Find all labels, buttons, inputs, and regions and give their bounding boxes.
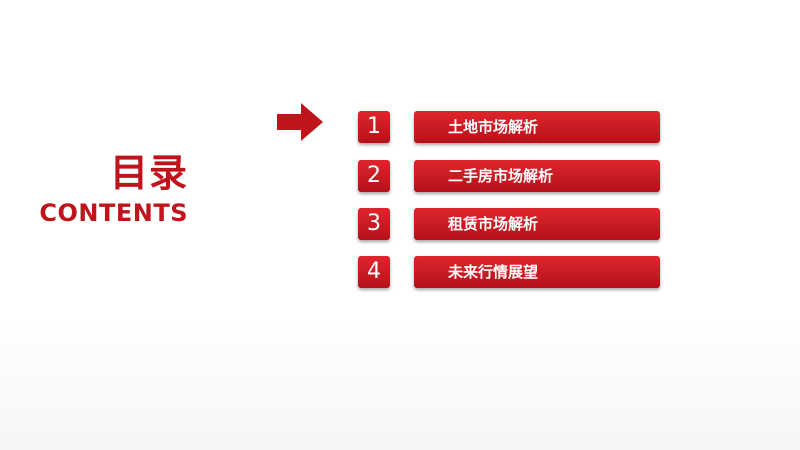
toc-label-bar-4[interactable]: 未来行情展望 — [414, 256, 660, 288]
toc-label-1: 土地市场解析 — [448, 118, 539, 136]
title-en: CONTENTS — [39, 199, 188, 227]
toc-label-2: 二手房市场解析 — [448, 167, 554, 185]
right-arrow-icon — [277, 103, 323, 141]
toc-item-1[interactable]: 1 土地市场解析 — [358, 111, 660, 143]
toc-number-2: 2 — [358, 160, 390, 192]
toc-number-4: 4 — [358, 256, 390, 288]
toc-label-bar-1[interactable]: 土地市场解析 — [414, 111, 660, 143]
toc-number-1: 1 — [358, 111, 390, 143]
toc-item-3[interactable]: 3 租赁市场解析 — [358, 208, 660, 240]
toc-label-4: 未来行情展望 — [448, 263, 539, 281]
toc-number-3: 3 — [358, 208, 390, 240]
toc-item-2[interactable]: 2 二手房市场解析 — [358, 160, 660, 192]
toc-label-3: 租赁市场解析 — [448, 215, 539, 233]
toc-label-bar-2[interactable]: 二手房市场解析 — [414, 160, 660, 192]
toc-item-4[interactable]: 4 未来行情展望 — [358, 256, 660, 288]
toc-label-bar-3[interactable]: 租赁市场解析 — [414, 208, 660, 240]
title-cn: 目录 — [109, 151, 188, 195]
